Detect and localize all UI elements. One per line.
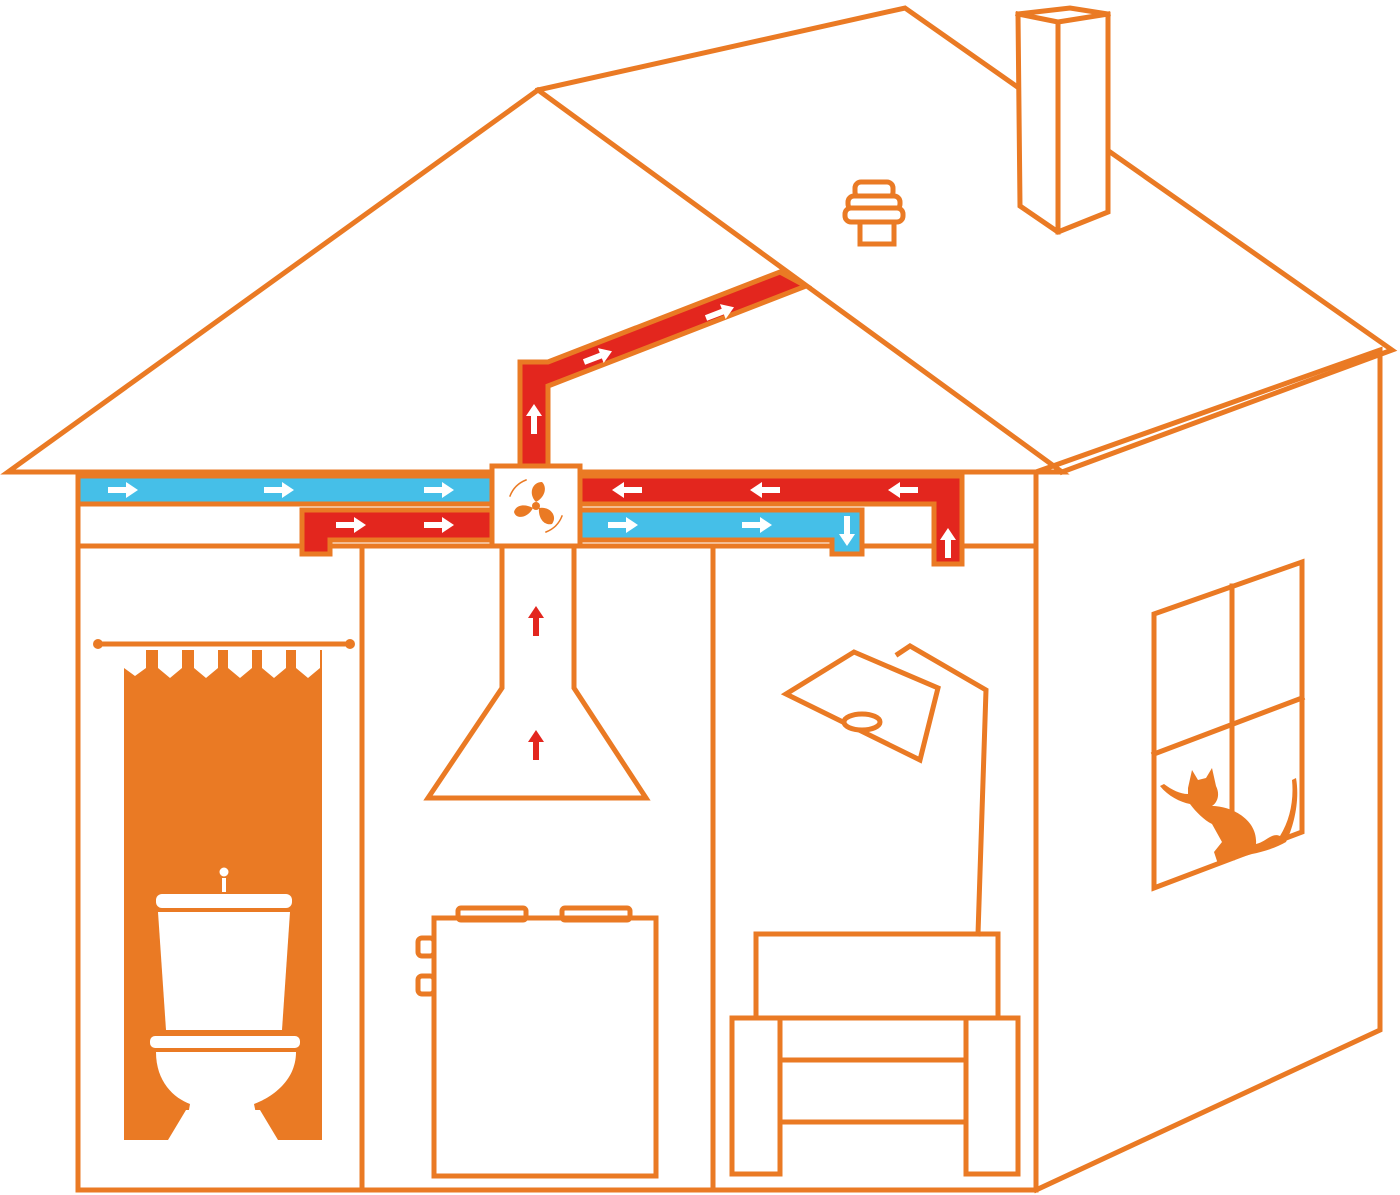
arrow-diagonal-icon xyxy=(704,304,735,321)
toilet-icon xyxy=(150,864,300,1172)
ventilation-unit-icon xyxy=(415,905,659,1179)
arrow-right-icon xyxy=(424,517,454,533)
arrow-up-icon xyxy=(528,606,544,636)
armchair-icon xyxy=(729,931,1021,1177)
arrow-up-icon xyxy=(528,730,544,760)
kitchen-hood-icon xyxy=(423,543,651,801)
duct-arrows xyxy=(108,304,956,558)
arrow-diagonal-icon xyxy=(582,348,613,365)
arrow-right-icon xyxy=(108,482,138,498)
arrow-down-icon xyxy=(839,516,855,546)
arrow-up-icon xyxy=(526,404,542,434)
arrow-right-icon xyxy=(336,517,366,533)
arrow-right-icon xyxy=(608,517,638,533)
floor-lamp-icon xyxy=(780,643,989,937)
roof-vent-icon xyxy=(842,179,906,247)
exhaust-riser xyxy=(517,269,812,473)
chimney-icon xyxy=(1015,5,1111,235)
cat-icon xyxy=(1160,768,1298,864)
side-wall xyxy=(1032,346,1383,1194)
arrow-left-icon xyxy=(888,482,918,498)
fan-icon xyxy=(509,479,563,533)
fan-unit xyxy=(489,463,583,549)
side-roof xyxy=(535,5,1398,476)
arrow-right-icon xyxy=(742,517,772,533)
arrow-left-icon xyxy=(612,482,642,498)
arrow-right-icon xyxy=(424,482,454,498)
arrow-left-icon xyxy=(750,482,780,498)
arrow-right-icon xyxy=(264,482,294,498)
arrow-up-icon xyxy=(940,528,956,558)
